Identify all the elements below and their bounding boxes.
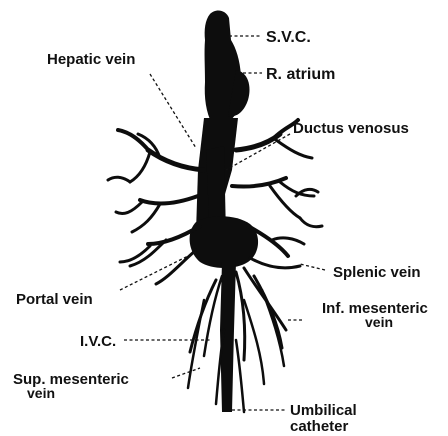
venous-silhouette (190, 11, 258, 412)
portal-confluence-shape (190, 216, 258, 268)
label-r-atrium: R. atrium (266, 66, 335, 83)
hepatic-vein-leader (150, 74, 196, 148)
label-inf-mesenteric-line2: vein (365, 314, 393, 330)
label-ivc: I.V.C. (80, 333, 116, 350)
label-umbilical-line2: catheter (290, 418, 349, 435)
label-splenic-vein: Splenic vein (333, 264, 421, 281)
label-umbilical-line1: Umbilical (290, 402, 357, 419)
splenic-vein-leader (300, 264, 325, 270)
label-ductus-venosus: Ductus venosus (293, 120, 409, 137)
label-hepatic-vein: Hepatic vein (47, 51, 135, 68)
label-sup-mesenteric-line2: vein (27, 385, 55, 401)
label-svc: S.V.C. (266, 29, 311, 46)
sup-mesenteric-leader (172, 368, 200, 378)
label-portal-vein: Portal vein (16, 291, 93, 308)
